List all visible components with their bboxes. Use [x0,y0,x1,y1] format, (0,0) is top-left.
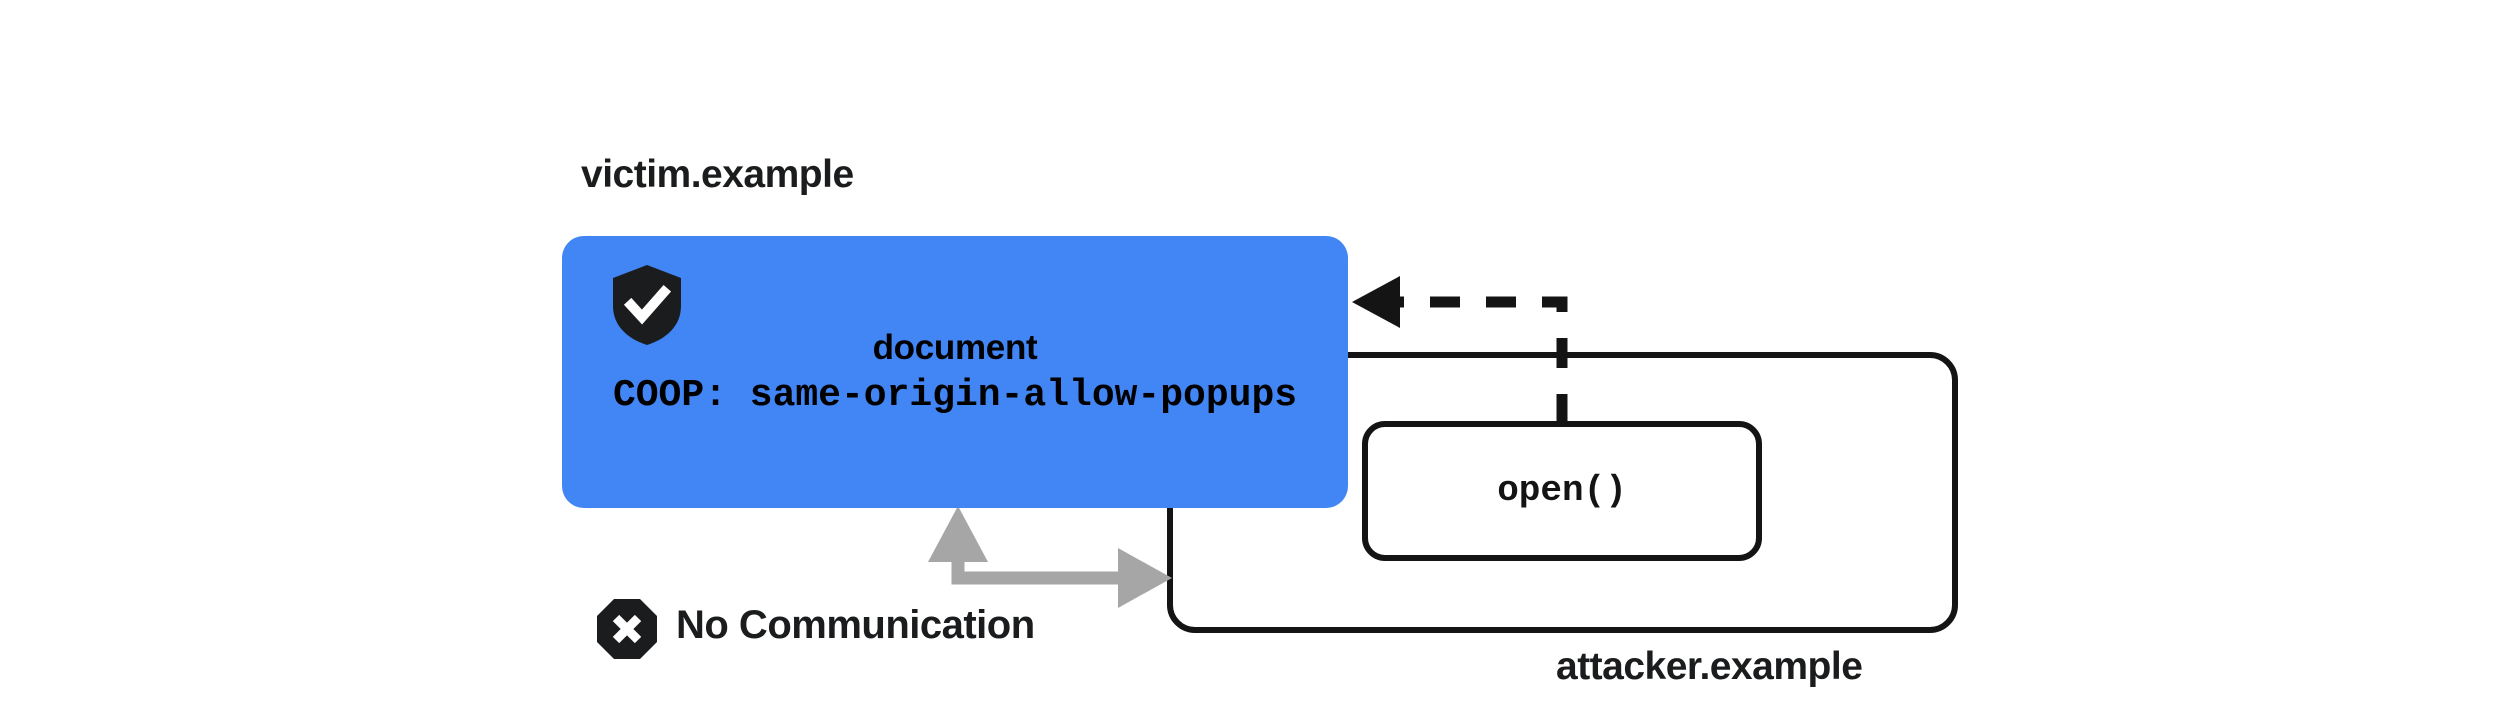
open-popup-dashed-connector [1398,296,1568,424]
victim-document-label: document [872,328,1038,367]
no-communication-arrowhead-up [928,506,988,562]
no-communication-arrowhead-right [1118,548,1172,608]
open-popup-arrowhead [1352,276,1400,328]
no-communication-label: No Communication [676,603,1035,647]
victim-document-box [562,236,1348,508]
open-call-label: open() [1497,470,1627,511]
victim-coop-header-label: COOP: same-origin-allow-popups [612,374,1298,417]
octagon-x-icon [596,598,658,660]
shield-check-icon [612,264,682,346]
attacker-origin-label: attacker.example [1556,645,1863,688]
victim-origin-label: victim.example [581,153,854,196]
